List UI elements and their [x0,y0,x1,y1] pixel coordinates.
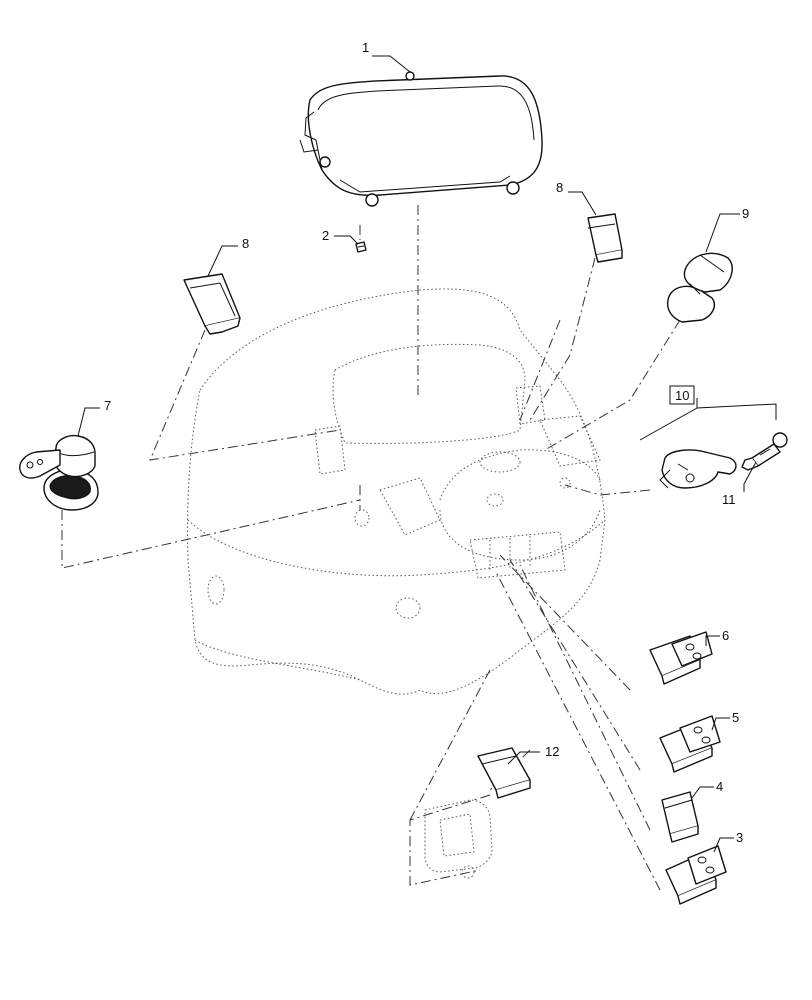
callout-5: 5 [732,710,739,725]
dashboard-console-outline [187,288,606,695]
key-part [741,432,788,471]
callout-12: 12 [545,744,559,759]
rotary-switch-part [19,434,99,511]
rocker-switch-3 [665,845,727,905]
callout-8-left: 8 [242,236,249,251]
blank-switch-cover-right [587,213,623,263]
instrument-cluster-part [299,71,543,207]
blank-cover-4 [661,791,699,843]
blank-bezel-12 [424,747,531,879]
callout-labels: 1 2 8 8 9 7 10 11 6 5 4 3 12 [104,40,749,845]
callout-10-box [669,385,695,405]
callout-10: 10 [675,388,689,403]
callout-2: 2 [322,228,329,243]
callout-8-right: 8 [556,180,563,195]
rocker-switch-5 [659,715,721,773]
callout-7: 7 [104,398,111,413]
callout-4: 4 [716,779,723,794]
callout-9: 9 [742,206,749,221]
callout-1: 1 [362,40,369,55]
screw-part [355,241,367,253]
callout-leaders [77,55,777,853]
callout-6: 6 [722,628,729,643]
push-switch-part [666,252,733,323]
rocker-switch-6 [649,631,713,685]
blank-switch-cover-left [183,273,241,335]
assembly-guide-lines [61,205,681,891]
callout-11: 11 [722,492,736,507]
callout-3: 3 [736,830,743,845]
ignition-switch-part [659,449,737,489]
